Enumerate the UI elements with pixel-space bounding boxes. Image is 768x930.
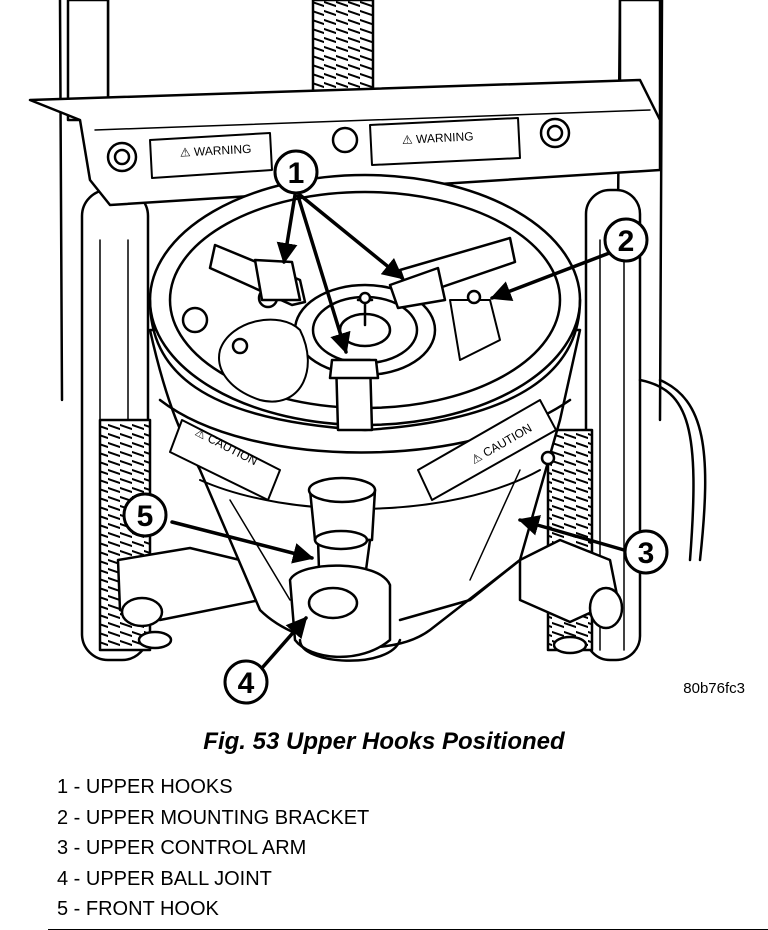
figure-code: 80b76fc3 xyxy=(683,680,745,697)
legend-item: 3 - UPPER CONTROL ARM xyxy=(57,837,307,859)
legend-list: 1 - UPPER HOOKS 2 - UPPER MOUNTING BRACK… xyxy=(57,772,369,925)
svg-text:2: 2 xyxy=(618,225,635,258)
svg-text:1: 1 xyxy=(288,157,305,190)
svg-text:3: 3 xyxy=(638,537,655,570)
callout-5: 5 xyxy=(122,492,168,538)
svg-text:4: 4 xyxy=(238,667,255,700)
legend-item: 2 - UPPER MOUNTING BRACKET xyxy=(57,806,370,829)
upper-ball-joint xyxy=(298,558,522,662)
callout-1: 1 xyxy=(273,149,319,195)
callout-4: 4 xyxy=(223,659,269,705)
svg-text:⚠ WARNING: ⚠ WARNING xyxy=(402,129,474,147)
upper-hooks xyxy=(208,236,517,432)
upper-crossbar: ⚠ WARNING ⚠ WARNING xyxy=(28,78,662,207)
callout-3: 3 xyxy=(623,529,669,575)
upper-hooks-illustration: ⚠ WARNING ⚠ WARNING ⚠ CAUTION ⚠ CAUTION xyxy=(28,0,745,705)
legend-item: 5 - FRONT HOOK xyxy=(57,898,219,920)
front-hook xyxy=(288,476,392,659)
warning-plate-left: ⚠ WARNING xyxy=(149,132,273,179)
callout-leaders xyxy=(170,193,626,670)
legend-item: 1 - UPPER HOOKS xyxy=(57,776,233,798)
warning-plate-right: ⚠ WARNING xyxy=(369,117,521,166)
svg-text:⚠ WARNING: ⚠ WARNING xyxy=(179,142,251,160)
legend-item: 4 - UPPER BALL JOINT xyxy=(57,867,272,890)
svg-text:5: 5 xyxy=(137,500,154,533)
figure-caption: Fig. 53 Upper Hooks Positioned xyxy=(203,728,565,755)
callout-2: 2 xyxy=(603,217,649,263)
